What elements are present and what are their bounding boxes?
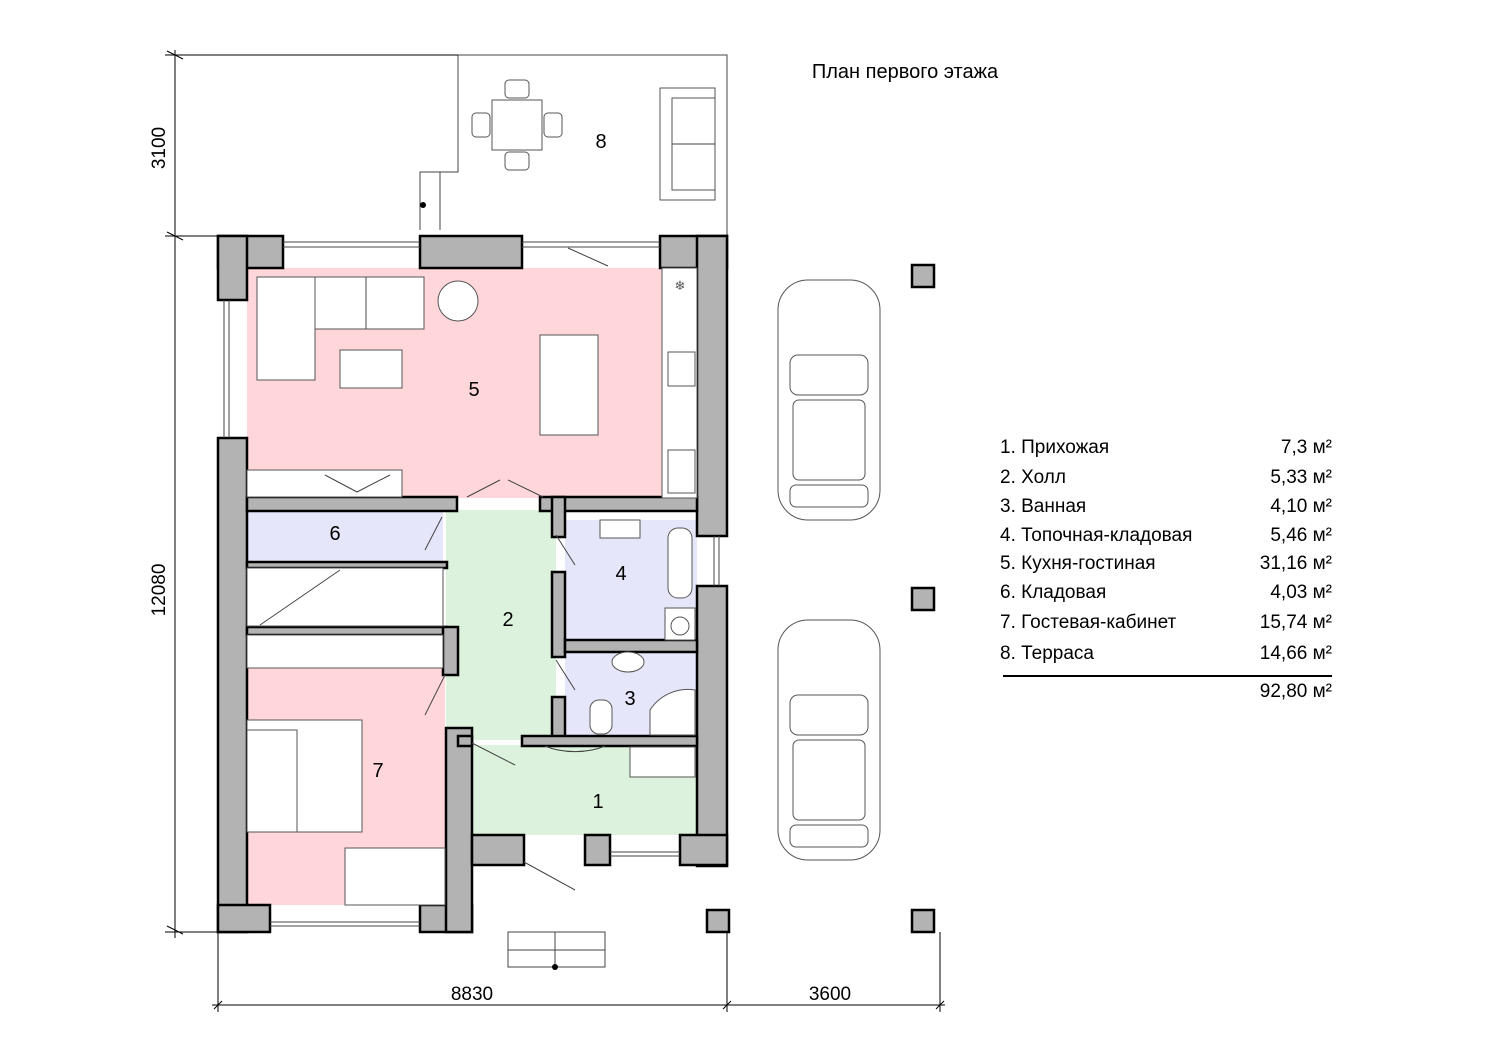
area-legend: 1. Прихожая 7,3 м² 2. Холл 5,33 м² 3. Ва…	[1000, 437, 1332, 702]
walls	[216, 234, 731, 934]
room-label-1: 1	[592, 791, 603, 813]
svg-text:❄: ❄	[675, 278, 686, 293]
legend-room-area: 5,46 м²	[1270, 525, 1332, 546]
legend-room-area: 5,33 м²	[1270, 467, 1332, 488]
legend-room-name: 4. Топочная-кладовая	[1000, 525, 1192, 546]
dim-terrace-depth: 3100	[149, 127, 170, 169]
entry-steps	[507, 931, 606, 970]
legend-room-area: 4,10 м²	[1270, 496, 1332, 517]
room-label-7: 7	[372, 760, 383, 782]
furniture: ❄	[246, 267, 698, 906]
dim-house-width: 8830	[451, 984, 493, 1005]
windows	[223, 241, 720, 927]
legend-room-area: 15,74 м²	[1260, 612, 1332, 633]
room-label-4: 4	[615, 563, 626, 585]
room-label-2: 2	[502, 609, 513, 631]
legend-room-area: 4,03 м²	[1270, 582, 1332, 603]
dimension-lines	[165, 50, 945, 1012]
door-swings	[424, 247, 609, 891]
room-label-8: 8	[595, 131, 606, 153]
legend-total: 92,80 м²	[1260, 681, 1332, 702]
plan-title: План первого этажа	[812, 61, 999, 83]
room-label-6: 6	[329, 523, 340, 545]
legend-room-name: 7. Гостевая-кабинет	[1000, 612, 1177, 633]
legend-room-name: 6. Кладовая	[1000, 582, 1106, 603]
legend-room-name: 2. Холл	[1000, 467, 1066, 488]
room-label-3: 3	[624, 688, 635, 710]
room-label-5: 5	[468, 379, 479, 401]
room-2-fill	[446, 510, 556, 740]
car-1	[777, 279, 881, 521]
dim-parking-width: 3600	[809, 984, 851, 1005]
legend-room-name: 3. Ванная	[1000, 496, 1086, 517]
legend-room-name: 1. Прихожая	[1000, 437, 1109, 458]
parking	[777, 263, 936, 934]
car-2	[777, 619, 881, 861]
legend-room-name: 8. Терраса	[1000, 643, 1094, 664]
legend-room-area: 14,66 м²	[1260, 643, 1332, 664]
legend-room-area: 31,16 м²	[1260, 553, 1332, 574]
legend-room-area: 7,3 м²	[1281, 437, 1332, 458]
legend-room-name: 5. Кухня-гостиная	[1000, 553, 1156, 574]
terrace	[419, 54, 728, 236]
dim-house-depth: 12080	[149, 564, 170, 617]
room-6-fill	[247, 512, 443, 562]
